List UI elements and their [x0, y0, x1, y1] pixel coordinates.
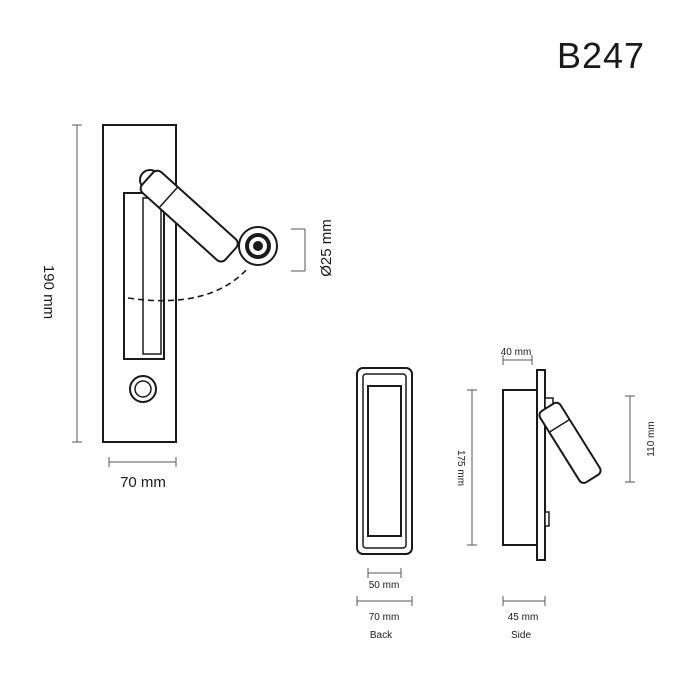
side-depth-label: 45 mm — [508, 612, 539, 623]
diameter-dimension — [291, 228, 306, 272]
side-lamp-arm — [538, 401, 602, 484]
front-width-dimension — [108, 457, 177, 467]
side-plate — [536, 369, 546, 561]
rotation-arc — [127, 267, 249, 302]
side-height-dimension — [467, 389, 477, 546]
model-number: B247 — [557, 35, 645, 76]
side-arm-height-dimension — [625, 395, 635, 483]
back-inner-width-dimension — [367, 568, 402, 578]
side-switch — [544, 511, 550, 527]
diameter-label: Ø25 mm — [318, 219, 335, 277]
side-top-depth-dimension — [502, 355, 533, 365]
back-view: 50 mm 70 mm Back — [356, 367, 413, 641]
side-view: 40 mm 175 mm 110 mm 45 mm Side — [455, 347, 657, 641]
lamp-arm — [139, 169, 239, 263]
back-outer-width-dimension — [356, 596, 413, 606]
back-caption: Back — [370, 630, 393, 641]
side-arm-height-label: 110 mm — [646, 421, 657, 456]
back-inner-width-label: 50 mm — [369, 580, 400, 591]
front-view: 190 mm 70 mm Ø25 mm — [40, 124, 335, 491]
front-height-label: 190 mm — [40, 265, 57, 319]
front-recess-inner — [142, 197, 162, 355]
switch-button-inner — [134, 380, 152, 398]
front-width-label: 70 mm — [120, 474, 166, 491]
back-outer-width-label: 70 mm — [369, 612, 400, 623]
side-depth-dimension — [502, 596, 546, 606]
side-height-label: 175 mm — [455, 450, 466, 486]
side-caption: Side — [511, 630, 531, 641]
back-inner-panel — [367, 385, 402, 537]
side-top-depth-label: 40 mm — [501, 347, 532, 358]
lamp-lens — [238, 226, 278, 266]
side-box — [502, 389, 541, 546]
front-height-dimension — [72, 124, 82, 443]
